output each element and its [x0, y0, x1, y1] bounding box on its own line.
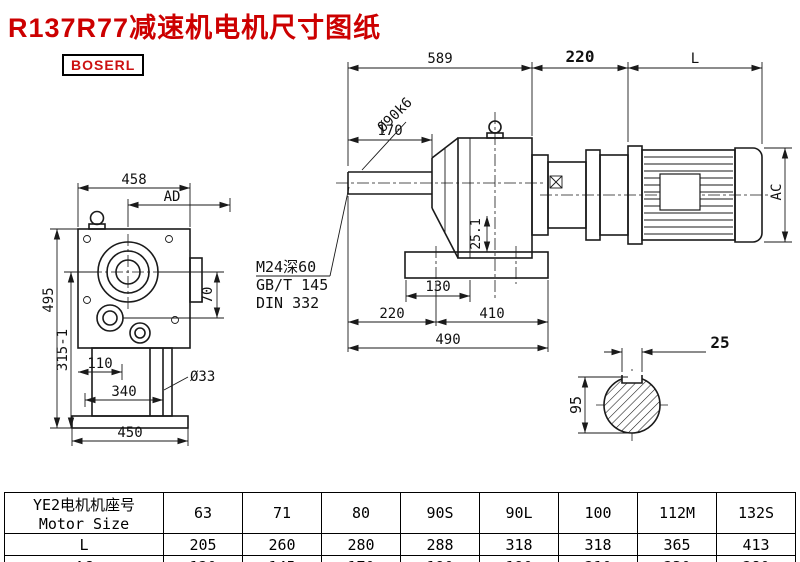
- dim-25-1-label: 25.1: [469, 218, 484, 249]
- motor-size-table: YE2电机机座号 Motor Size 63 71 80 90S 90L 100…: [4, 492, 796, 562]
- motor-nameplate: [659, 173, 701, 211]
- table-cell: 365: [637, 533, 717, 556]
- table-size-cell: 90S: [400, 492, 480, 534]
- table-cell: 120: [163, 555, 243, 562]
- table-row-L: L 205 260 280 288 318 318 365 413: [4, 533, 796, 556]
- table-header-row: YE2电机机座号 Motor Size 63 71 80 90S 90L 100…: [4, 492, 796, 534]
- shaft-section-view: 95 25: [567, 333, 730, 441]
- dim-490-label: 490: [435, 332, 460, 348]
- table-cell: 190: [479, 555, 559, 562]
- dim-ad-label: AD: [164, 189, 181, 205]
- table-cell: 205: [163, 533, 243, 556]
- table-cell: 280: [321, 533, 401, 556]
- dim-170-label: 170: [377, 123, 402, 139]
- dim-458-label: 458: [121, 172, 146, 188]
- table-size-cell: 132S: [716, 492, 796, 534]
- table-size-cell: 100: [558, 492, 638, 534]
- table-cell: 145: [242, 555, 322, 562]
- dim-220-bottom-label: 220: [379, 306, 404, 322]
- dim-motor-length-label: L: [691, 51, 699, 67]
- thread-note-line1: M24深60: [256, 258, 316, 276]
- eyebolt-front: [89, 210, 105, 226]
- table-cell: 318: [479, 533, 559, 556]
- table-header-en: Motor Size: [38, 514, 130, 533]
- shaft-cross-section: [603, 376, 661, 434]
- table-cell: 170: [321, 555, 401, 562]
- thread-note-line3: DIN 332: [256, 294, 319, 312]
- table-cell: 318: [558, 533, 638, 556]
- table-size-cell: 112M: [637, 492, 717, 534]
- table-cell: 190: [400, 555, 480, 562]
- table-size-cell: 80: [321, 492, 401, 534]
- mounting-foot: [404, 251, 549, 279]
- dim-495-label: 495: [41, 287, 57, 312]
- dim-450-label: 450: [117, 425, 142, 441]
- brand-logo: BOSERL: [62, 54, 145, 76]
- table-header-cn: YE2电机机座号: [32, 495, 136, 514]
- dim-25-label: 25: [710, 333, 729, 352]
- dim-ac-label: AC: [769, 184, 785, 201]
- table-size-cell: 71: [242, 492, 322, 534]
- keyway: [621, 375, 643, 384]
- dim-410-label: 410: [479, 306, 504, 322]
- dim-110-label: 110: [87, 356, 112, 372]
- front-view: 458 AD 495 315-1 110 340 450 70 Ø33: [41, 172, 231, 446]
- table-size-cell: 63: [163, 492, 243, 534]
- housing-boss: [189, 257, 203, 303]
- row-label: L: [4, 533, 164, 556]
- dim-shaft-hole-label: Ø33: [190, 369, 215, 385]
- table-row-AC: AC 120 145 170 190 190 210 230 280: [4, 555, 796, 562]
- side-view: 589 220 L Ø90k6 170 M24深60 GB/T 145 DIN …: [256, 47, 792, 352]
- page-title: R137R77减速机电机尺寸图纸: [8, 13, 382, 43]
- table-cell: 230: [637, 555, 717, 562]
- dim-315-label: 315-1: [55, 329, 71, 371]
- technical-drawing: 458 AD 495 315-1 110 340 450 70 Ø33: [41, 47, 792, 446]
- row-label: AC: [4, 555, 164, 562]
- dim-589-label: 589: [427, 51, 452, 67]
- table-cell: 413: [716, 533, 796, 556]
- dim-340-label: 340: [111, 384, 136, 400]
- dim-130-label: 130: [425, 279, 450, 295]
- table-cell: 288: [400, 533, 480, 556]
- table-cell: 280: [716, 555, 796, 562]
- table-cell: 210: [558, 555, 638, 562]
- gearbox-housing-front: [77, 228, 191, 349]
- dim-220-top-label: 220: [566, 47, 595, 66]
- table-cell: 260: [242, 533, 322, 556]
- table-size-cell: 90L: [479, 492, 559, 534]
- dim-70-label: 70: [200, 287, 216, 304]
- dim-95-label: 95: [567, 396, 585, 414]
- table-header-cell: YE2电机机座号 Motor Size: [4, 492, 164, 534]
- fan-cowl: [734, 147, 763, 243]
- thread-note-line2: GB/T 145: [256, 276, 328, 294]
